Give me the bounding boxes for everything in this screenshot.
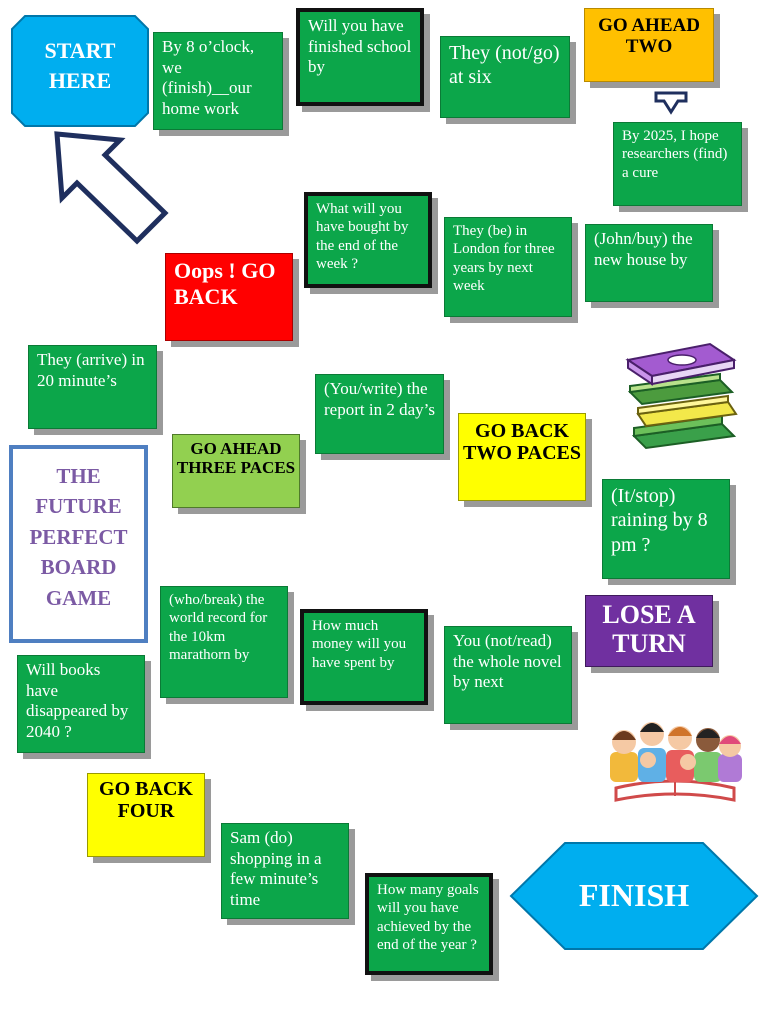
- square-3: They (not/go) at six: [440, 36, 570, 118]
- square-7: They (be) in London for three years by n…: [444, 217, 572, 317]
- start-square: START HERE: [11, 15, 149, 127]
- up-arrow-icon: [54, 131, 169, 245]
- square-19: Will books have disappeared by 2040 ?: [17, 655, 145, 753]
- finish-label: FINISH: [579, 877, 689, 913]
- square-21: Sam (do) shopping in a few minute’s time: [221, 823, 349, 919]
- finish-square: FINISH: [509, 842, 759, 950]
- square-14: (It/stop) raining by 8 pm ?: [602, 479, 730, 579]
- square-22: How many goals will you have achieved by…: [365, 873, 493, 975]
- square-11-go-ahead-three-paces: GO AHEAD THREE PACES: [172, 434, 300, 508]
- start-label-line: HERE: [49, 68, 111, 93]
- square-12: (You/write) the report in 2 day’s: [315, 374, 444, 454]
- square-6: (John/buy) the new house by: [585, 224, 713, 302]
- game-title: THE FUTURE PERFECT BOARD GAME: [9, 445, 148, 643]
- square-18: (who/break) the world record for the 10k…: [160, 586, 288, 698]
- square-9-oops-go-back: Oops ! GO BACK: [165, 253, 293, 341]
- books-icon: [625, 342, 738, 450]
- square-13-go-back-two-paces: GO BACK TWO PACES: [458, 413, 586, 501]
- start-label-line: START: [45, 38, 116, 63]
- square-15-lose-a-turn: LOSE A TURN: [585, 595, 713, 667]
- square-1: By 8 o’clock, we (finish)__our home work: [153, 32, 283, 130]
- square-4-go-ahead-two: GO AHEAD TWO: [584, 8, 714, 82]
- start-label: START HERE: [45, 38, 116, 93]
- square-16: You (not/read) the whole novel by next: [444, 626, 572, 724]
- down-arrow-icon: [654, 91, 688, 115]
- square-2: Will you have finished school by: [296, 8, 424, 106]
- square-17: How much money will you have spent by: [300, 609, 428, 705]
- kids-reading-icon: [610, 722, 742, 802]
- square-20-go-back-four: GO BACK FOUR: [87, 773, 205, 857]
- square-5: By 2025, I hope researchers (find) a cur…: [613, 122, 742, 206]
- square-8: What will you have bought by the end of …: [304, 192, 432, 288]
- square-10: They (arrive) in 20 minute’s: [28, 345, 157, 429]
